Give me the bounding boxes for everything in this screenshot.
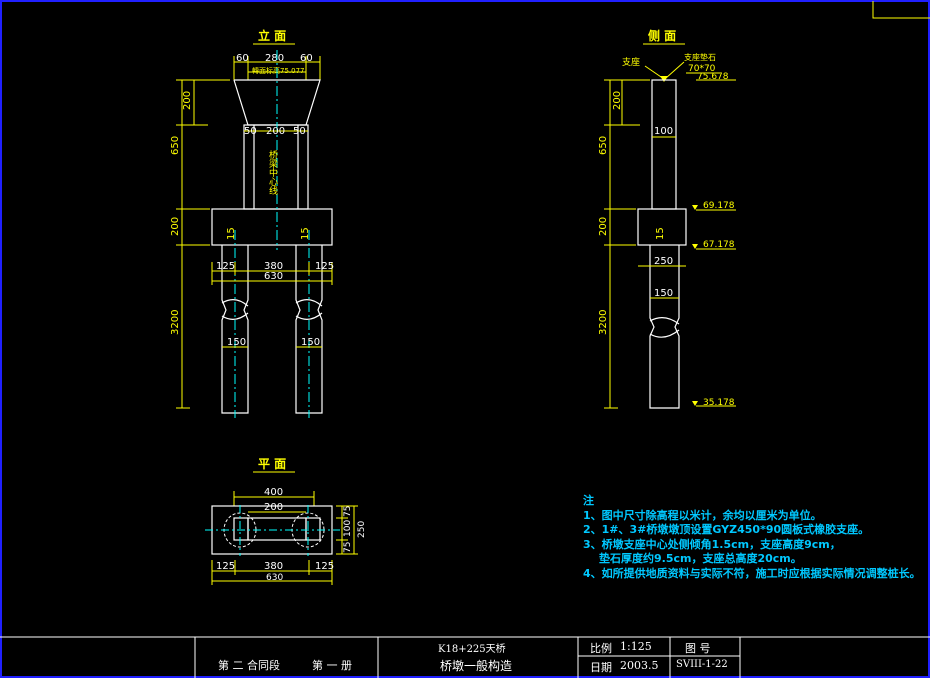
note-line: 4、如所提供地质资料与实际不符，施工时应根据实际情况调整桩长。 bbox=[583, 566, 921, 580]
elev-col-dim-mid: 200 bbox=[266, 126, 285, 137]
note-line: 3、桥墩支座中心处侧倾角1.5cm，支座高度9cm， bbox=[583, 537, 841, 551]
side-height-200: 200 bbox=[598, 217, 609, 236]
plan-title: 平 面 bbox=[258, 457, 286, 471]
tb-project: K18+225天桥 bbox=[438, 644, 506, 655]
elev-height-650: 650 bbox=[170, 136, 181, 155]
plan-right-dim-100: 100 bbox=[343, 520, 353, 537]
elev-top-dim-right: 60 bbox=[300, 53, 313, 64]
note-line: 1、图中尺寸除高程以米计，余均以厘米为单位。 bbox=[583, 508, 822, 522]
tb-date-value: 2003.5 bbox=[620, 659, 659, 672]
side-angle: 15 bbox=[655, 227, 666, 240]
title-block bbox=[0, 636, 930, 678]
side-pad-size: 70*70 bbox=[688, 64, 716, 74]
tb-date-label: 日期 bbox=[590, 661, 612, 674]
elev-col-dim-right: 50 bbox=[293, 126, 306, 137]
plan-bottom-dim-left: 125 bbox=[216, 561, 235, 572]
side-pad-label: 支座垫石 bbox=[684, 52, 716, 62]
side-column-width: 100 bbox=[654, 126, 673, 137]
elev-height-200-top: 200 bbox=[182, 91, 193, 110]
plan-bottom-dim-mid: 380 bbox=[264, 561, 283, 572]
side-title: 侧 面 bbox=[648, 28, 676, 43]
elev-pile-dia-left: 150 bbox=[227, 337, 246, 348]
note-line: 垫石厚度约9.5cm，支座总高度20cm。 bbox=[599, 552, 802, 565]
side-height-200-top: 200 bbox=[612, 91, 623, 110]
notes-block: 注 1、图中尺寸除高程以米计，余均以厘米为单位。 2、1#、3#桥墩墩顶设置GY… bbox=[583, 494, 921, 581]
tb-drawing-no-value: SVIII-1-22 bbox=[676, 659, 728, 670]
plan-bottom-dim-right: 125 bbox=[315, 561, 334, 572]
plan-total-width-top: 400 bbox=[264, 487, 283, 498]
elevation-view: 立 面 60 280 60 轉面标高75.077 bbox=[170, 28, 334, 418]
elev-total-width: 630 bbox=[264, 271, 283, 282]
corner-box bbox=[872, 1, 930, 19]
elev-cap-label: 轉面标高75.077 bbox=[252, 66, 305, 75]
elev-spacing-mid: 380 bbox=[264, 261, 283, 272]
plan-right-dim-75-bottom: 75 bbox=[343, 542, 353, 553]
elev-height-200: 200 bbox=[170, 217, 181, 236]
elev-top-dim-left: 60 bbox=[236, 53, 249, 64]
side-pile-dia: 150 bbox=[654, 288, 673, 299]
plan-bottom-total: 630 bbox=[266, 573, 283, 583]
side-beam-width: 250 bbox=[654, 256, 673, 267]
tb-scale-value: 1:125 bbox=[620, 640, 652, 653]
elev-top-dim-mid: 280 bbox=[265, 53, 284, 64]
plan-view: 平 面 400 200 bbox=[205, 457, 367, 585]
elev-angle-left: 15 bbox=[226, 227, 237, 240]
tb-section: 第 二 合同段 bbox=[218, 659, 280, 672]
elev-height-3200: 3200 bbox=[170, 310, 181, 335]
elev-angle-right: 15 bbox=[300, 227, 311, 240]
side-elev-pile-bottom: 35.178 bbox=[703, 398, 735, 408]
notes-title: 注 bbox=[583, 494, 594, 507]
note-line: 2、1#、3#桥墩墩顶设置GYZ450*90圆板式橡胶支座。 bbox=[583, 523, 870, 536]
tb-scale-label: 比例 bbox=[590, 642, 612, 655]
side-elev-beam-bottom: 67.178 bbox=[703, 240, 735, 250]
plan-inner-width: 200 bbox=[264, 502, 283, 513]
elev-pile-dia-right: 150 bbox=[301, 337, 320, 348]
elev-spacing-right: 125 bbox=[315, 261, 334, 272]
elev-center-line-label: 桥梁中心线 bbox=[267, 149, 278, 195]
side-bearing-label: 支座 bbox=[622, 56, 640, 68]
elev-col-dim-left: 50 bbox=[244, 126, 257, 137]
side-elev-beam-top: 69.178 bbox=[703, 201, 735, 211]
plan-right-dim-75-top: 75 bbox=[343, 506, 353, 517]
plan-right-dim-250: 250 bbox=[357, 521, 367, 538]
side-height-650: 650 bbox=[598, 136, 609, 155]
tb-drawing-no-label: 图 号 bbox=[685, 642, 711, 655]
elev-spacing-left: 125 bbox=[216, 261, 235, 272]
side-view: 侧 面 支座 支座垫石 70*70 75.678 100 69.178 67. bbox=[598, 28, 736, 409]
side-elev-top: 75.678 bbox=[697, 72, 729, 82]
elevation-title: 立 面 bbox=[258, 28, 286, 43]
side-height-3200: 3200 bbox=[598, 310, 609, 335]
tb-drawing-name: 桥墩一般构造 bbox=[440, 659, 513, 673]
tb-volume: 第 一 册 bbox=[312, 659, 352, 672]
